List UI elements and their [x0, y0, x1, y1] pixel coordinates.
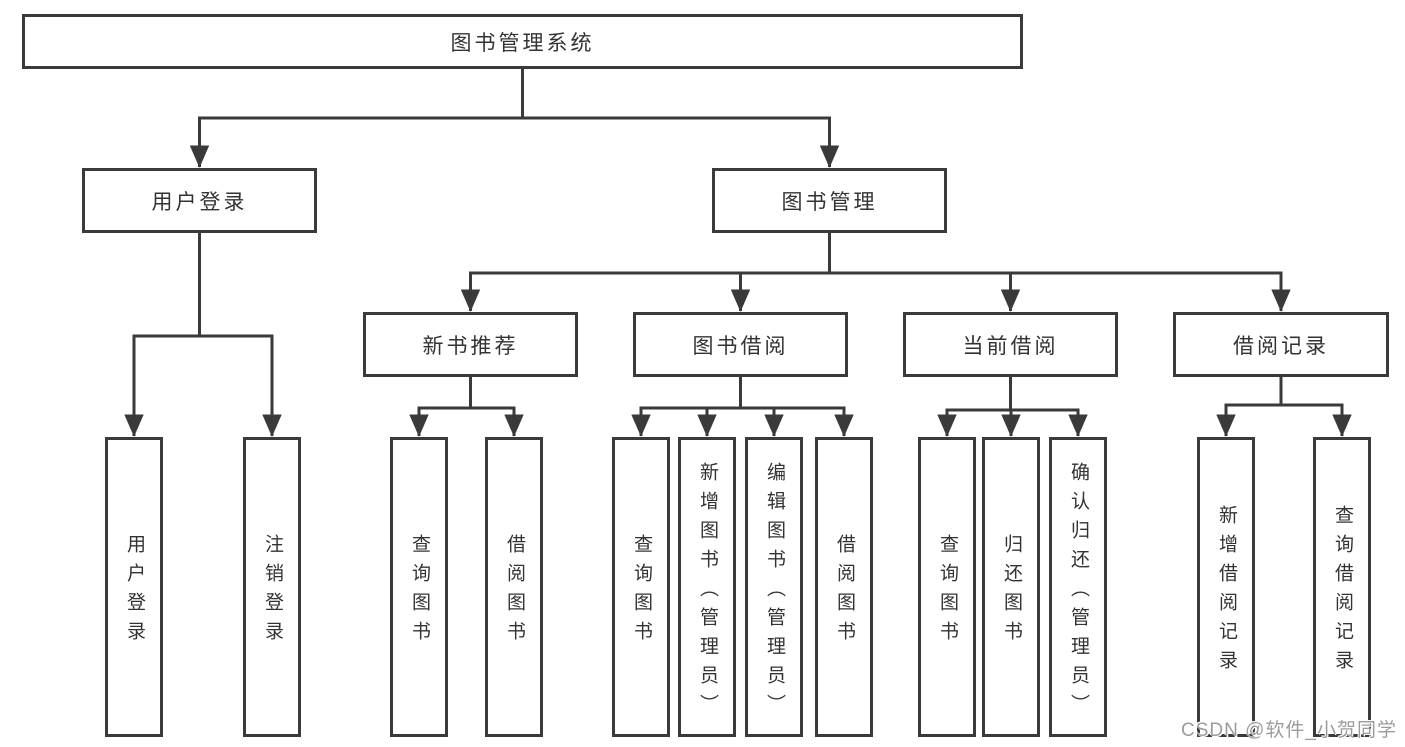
node-user-login: 用户登录: [82, 168, 317, 233]
node-bb-add-books-admin: 新增图书（管理员）: [678, 437, 736, 737]
node-rec-query-books: 查询图书: [390, 437, 448, 737]
node-br-query-record: 查询借阅记录: [1313, 437, 1371, 737]
node-label: 用户登录: [151, 190, 248, 214]
node-label: 确认归还（管理员）: [1067, 461, 1089, 723]
node-current-borrowing: 当前借阅: [903, 312, 1118, 377]
node-label: 借阅图书: [833, 534, 855, 650]
connector-borrow-records-to-leaves: [1216, 377, 1352, 437]
node-library-management-system: 图书管理系统: [22, 14, 1023, 69]
node-borrowing-records: 借阅记录: [1173, 312, 1389, 377]
connector-current-borrow-to-leaves: [937, 377, 1088, 437]
node-label: 借阅记录: [1233, 334, 1329, 358]
connector-root-to-level2: [189, 69, 840, 168]
node-label: 用户登录: [123, 534, 145, 650]
node-label: 查询图书: [408, 534, 430, 650]
connector-user-login-to-leaves: [124, 233, 282, 437]
connector-book-management-to-level3: [460, 233, 1291, 312]
node-bb-query-books: 查询图书: [612, 437, 670, 737]
node-label: 借阅图书: [503, 534, 525, 650]
node-new-book-recommendation: 新书推荐: [363, 312, 578, 377]
node-label: 新增借阅记录: [1215, 505, 1237, 679]
node-user-login-leaf: 用户登录: [105, 437, 163, 737]
node-br-add-record: 新增借阅记录: [1197, 437, 1255, 737]
node-book-borrowing: 图书借阅: [633, 312, 848, 377]
node-label: 编辑图书（管理员）: [763, 461, 785, 723]
node-label: 查询图书: [936, 534, 958, 650]
node-logout: 注销登录: [243, 437, 301, 737]
node-label: 查询图书: [630, 534, 652, 650]
watermark-text: CSDN @软件_小贺同学: [1181, 720, 1397, 741]
node-label: 图书管理系统: [450, 31, 595, 55]
node-cb-query-books: 查询图书: [918, 437, 976, 737]
node-label: 归还图书: [1000, 534, 1022, 650]
node-label: 新增图书（管理员）: [696, 461, 718, 723]
node-bb-edit-books-admin: 编辑图书（管理员）: [745, 437, 803, 737]
node-rec-borrow-books: 借阅图书: [485, 437, 543, 737]
node-label: 新书推荐: [422, 334, 519, 358]
node-book-management: 图书管理: [712, 168, 947, 233]
node-label: 当前借阅: [962, 334, 1059, 358]
node-bb-borrow-books: 借阅图书: [815, 437, 873, 737]
node-cb-confirm-return-admin: 确认归还（管理员）: [1049, 437, 1107, 737]
node-label: 图书管理: [781, 190, 878, 214]
node-label: 图书借阅: [692, 334, 789, 358]
node-label: 注销登录: [261, 534, 283, 650]
node-cb-return-books: 归还图书: [982, 437, 1040, 737]
connector-new-book-rec-to-leaves: [409, 377, 524, 437]
node-label: 查询借阅记录: [1331, 505, 1353, 679]
connector-book-borrow-to-leaves: [631, 377, 854, 437]
